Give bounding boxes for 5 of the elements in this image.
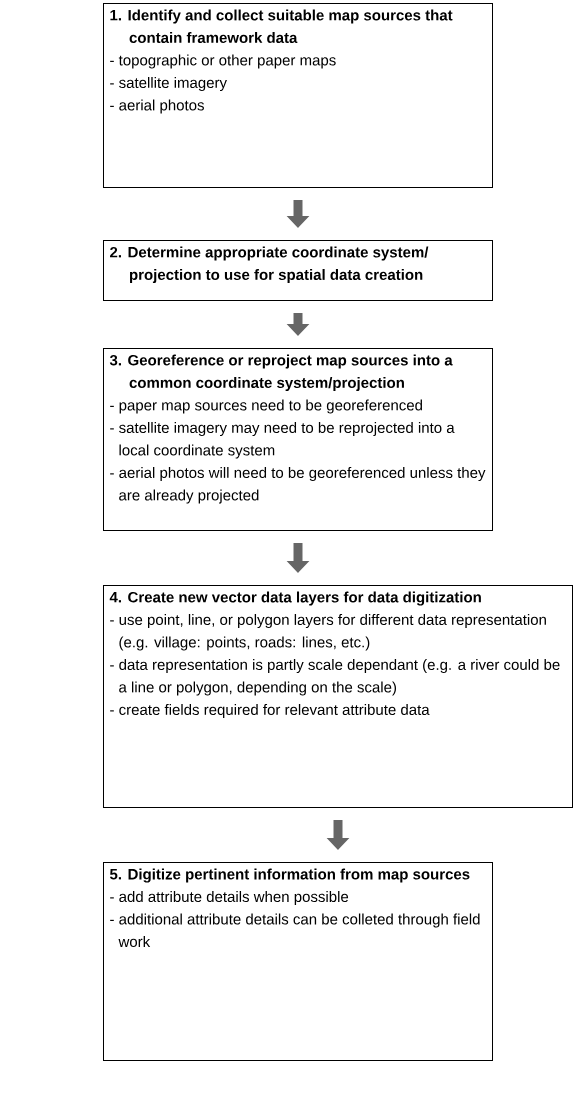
process-box: 1. Identify and collect suitable map sources that contain framework data - topographic or other paper maps - satellite imagery - aerial photos bbox=[103, 3, 493, 188]
process-box: 2. Determine appropriate coordinate system/ projection to use for spatial data creation bbox=[103, 240, 493, 301]
process-box: 4. Create new vector data layers for data digitization - use point, line, or polygon layers for different data representation (e.g. village: points, roads: lines, etc.) - data representation is partly scale dependant (e.g. a river could be a line or polygon, depending on the scale) - create fields required for relevant attribute data bbox=[103, 585, 573, 808]
process-box: 3. Georeference or reproject map sources into a common coordinate system/projection - paper map sources need to be georeferenced - satellite imagery may need to be reprojected into a local coordinate system - aerial photos will need to be georeferenced unless they are already projected bbox=[103, 348, 493, 531]
process-box: 5. Digitize pertinent information from map sources - add attribute details when possible - additional attribute details can be colleted through field work bbox=[103, 862, 493, 1061]
